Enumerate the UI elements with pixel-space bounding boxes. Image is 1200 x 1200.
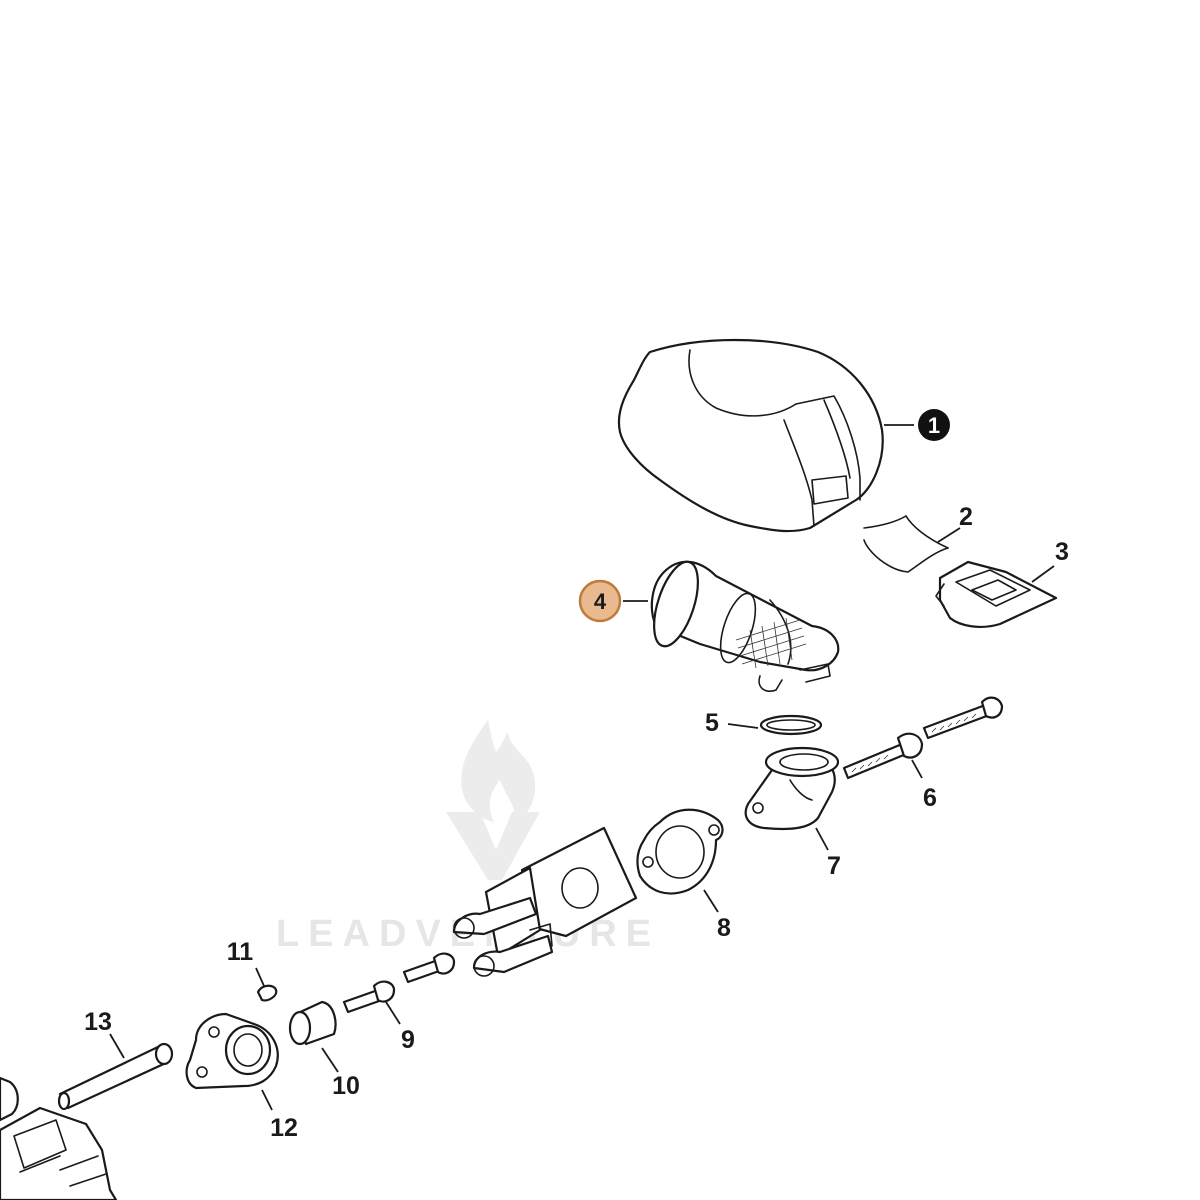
o-ring — [759, 714, 823, 736]
screws-9 — [342, 952, 456, 1014]
callout-4[interactable]: 4 — [578, 579, 622, 623]
sleeve — [288, 1000, 337, 1046]
callout-10[interactable]: 10 — [332, 1072, 360, 1100]
gasket — [636, 808, 724, 895]
filter-sheet — [863, 515, 949, 573]
callout-badge-highlight — [578, 579, 622, 623]
air-filter-cover — [617, 338, 884, 533]
callout-3[interactable]: 3 — [1055, 538, 1069, 566]
callout-13[interactable]: 13 — [84, 1008, 112, 1036]
small-clip — [256, 984, 278, 1002]
callout-label: 4 — [594, 589, 607, 614]
callout-5[interactable]: 5 — [705, 709, 719, 737]
callout-6[interactable]: 6 — [923, 784, 937, 812]
callout-7[interactable]: 7 — [827, 852, 841, 880]
rod — [57, 1042, 174, 1111]
flange — [185, 1012, 279, 1090]
mesh-pattern — [735, 617, 807, 669]
callout-8[interactable]: 8 — [717, 914, 731, 942]
callout-12[interactable]: 12 — [270, 1114, 298, 1142]
filter-screen — [650, 560, 840, 692]
callouts: 1 2 3 4 5 6 7 8 9 10 11 12 13 — [84, 409, 1069, 1142]
cylinder-partial — [0, 1076, 118, 1200]
callout-2[interactable]: 2 — [959, 503, 973, 531]
flame-v-logo-icon — [446, 720, 540, 880]
leader-lines — [109, 424, 1055, 1111]
callout-label: 1 — [928, 413, 940, 438]
callout-9[interactable]: 9 — [401, 1026, 415, 1054]
callout-1[interactable]: 1 — [918, 409, 950, 441]
filter-holder — [935, 560, 1058, 628]
screws-6 — [842, 696, 1004, 780]
carburetor — [452, 826, 638, 977]
callout-badge — [918, 409, 950, 441]
callout-11[interactable]: 11 — [227, 938, 254, 966]
intake-elbow — [744, 746, 840, 831]
